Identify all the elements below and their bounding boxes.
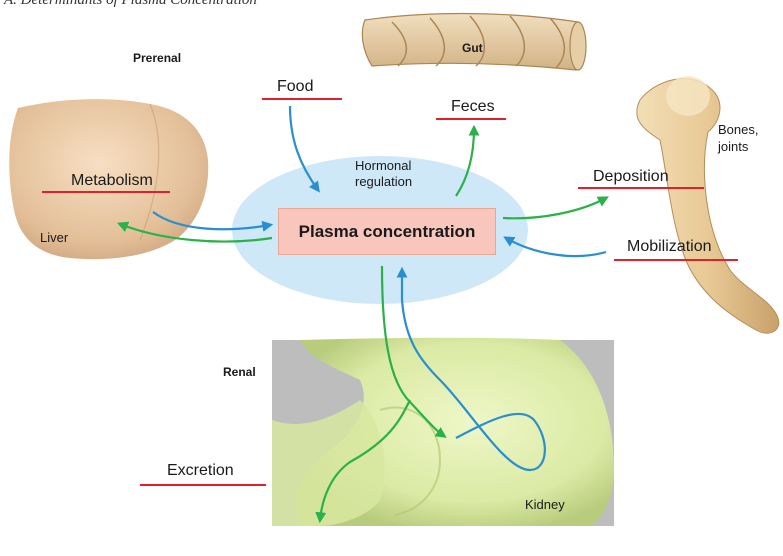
food-underline (262, 98, 342, 100)
renal-label: Renal (223, 365, 256, 379)
bone-illustration (637, 76, 779, 333)
feces-label: Feces (451, 98, 495, 116)
liver-label: Liver (40, 230, 68, 245)
excretion-label: Excretion (167, 462, 234, 480)
food-label: Food (277, 78, 313, 96)
metabolism-underline (42, 191, 170, 193)
figure-heading: A. Determinants of Plasma Concentration (4, 0, 257, 9)
gut-label: Gut (462, 41, 483, 55)
bones-label: Bones, (718, 122, 758, 137)
feces-underline (436, 118, 506, 120)
mobilization-label: Mobilization (627, 238, 711, 256)
prerenal-label: Prerenal (133, 51, 181, 65)
joints-label: joints (718, 139, 748, 154)
hormonal-label: Hormonal (355, 158, 411, 173)
regulation-label: regulation (355, 174, 412, 189)
deposition-label: Deposition (593, 168, 669, 186)
deposition-underline (578, 187, 704, 189)
excretion-underline (140, 484, 266, 486)
mobilization-underline (614, 259, 738, 261)
kidney-label: Kidney (525, 497, 565, 512)
plasma-concentration-box: Plasma concentration (278, 208, 496, 255)
metabolism-label: Metabolism (71, 172, 153, 190)
